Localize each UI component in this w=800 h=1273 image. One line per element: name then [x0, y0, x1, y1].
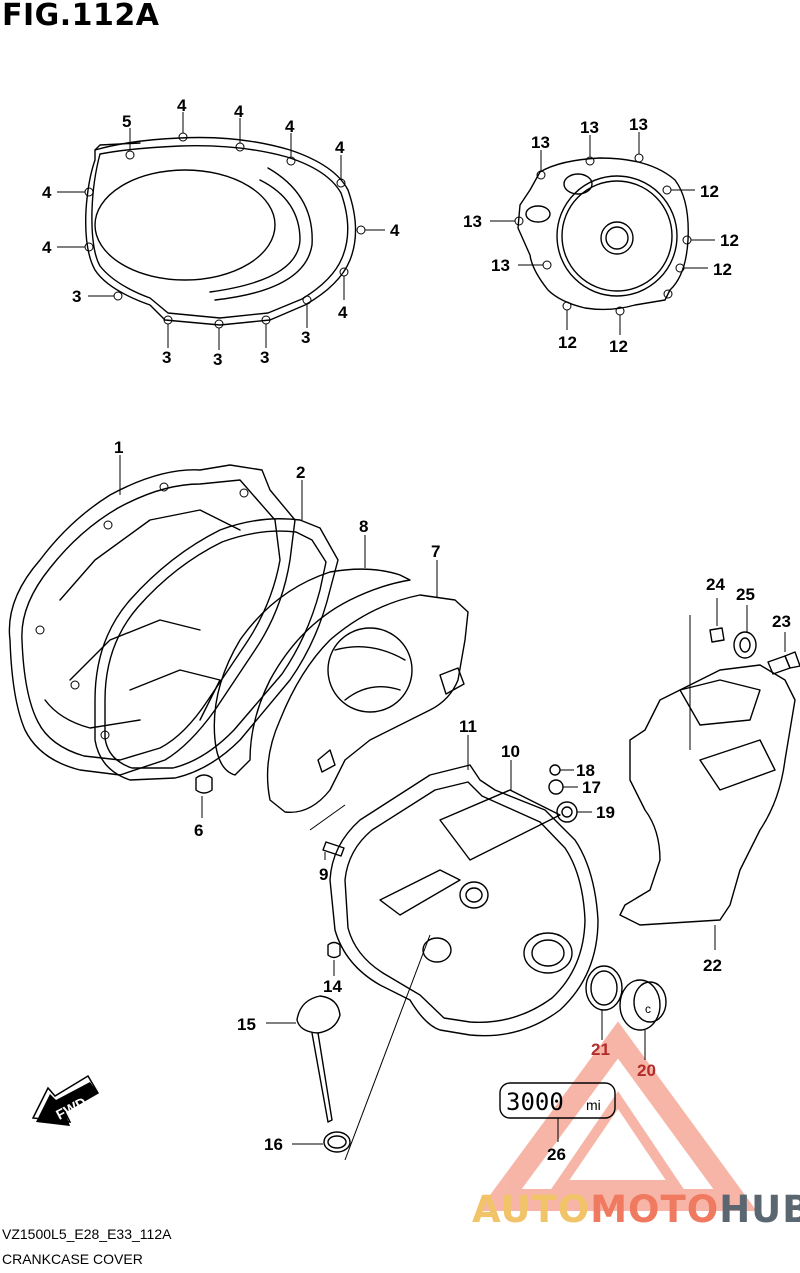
callout-18: 18 [576, 761, 595, 780]
part-14-dowel [327, 941, 341, 976]
callout-16: 16 [264, 1135, 283, 1154]
callout-6: 6 [194, 821, 203, 840]
model-code: VZ1500L5_E28_E33_112A [2, 1226, 172, 1242]
meter-unit: mi [586, 1097, 601, 1113]
callout-13: 13 [491, 256, 510, 275]
watermark-logo-triangle [478, 1021, 757, 1211]
figure-title: FIG.112A [2, 0, 160, 33]
callout-21: 21 [591, 1040, 610, 1059]
part-17-washer [548, 779, 578, 795]
callout-4: 4 [285, 117, 295, 136]
figure-name: CRANKCASE COVER [2, 1251, 143, 1267]
callout-7: 7 [431, 542, 440, 561]
callout-3: 3 [301, 328, 310, 347]
callout-20: 20 [637, 1061, 656, 1080]
callout-12: 12 [609, 337, 628, 356]
callout-24: 24 [706, 575, 725, 594]
callout-4: 4 [177, 96, 187, 115]
callout-15: 15 [237, 1015, 256, 1034]
callout-12: 12 [713, 260, 732, 279]
watermark-brand: AUTOMOTOHUB [472, 1188, 800, 1231]
callout-4: 4 [42, 238, 52, 257]
callout-4: 4 [42, 183, 52, 202]
callout-19: 19 [596, 803, 615, 822]
callout-3: 3 [213, 350, 222, 369]
part-26-label-plate: 3000 mi [499, 1082, 616, 1142]
fwd-arrow-icon: FWD [31, 1074, 100, 1126]
callout-11: 11 [459, 717, 477, 736]
part-16-o-ring [292, 934, 431, 1161]
callout-3: 3 [72, 287, 81, 306]
part-23-bolt [767, 632, 800, 675]
callout-4: 4 [335, 138, 345, 157]
part-20-plug: c [619, 979, 667, 1060]
brand-part-hub: HUB [719, 1188, 800, 1231]
part-15-oil-dipstick [266, 995, 341, 1123]
callout-13: 13 [463, 212, 482, 231]
meter-value: 3000 [506, 1088, 564, 1116]
callout-4: 4 [338, 303, 348, 322]
callout-3: 3 [162, 348, 171, 367]
part-9-bolt [309, 804, 346, 860]
part-24-collar [709, 598, 725, 643]
part-18-ring [549, 764, 574, 776]
left-cover-top-view [57, 112, 385, 350]
part-2-gasket [94, 480, 339, 781]
part-21-o-ring [585, 965, 623, 1040]
callout-22: 22 [703, 956, 722, 975]
part-25-grommet [733, 605, 757, 659]
brand-part-moto: MOTO [590, 1188, 720, 1231]
callout-26: 26 [547, 1145, 566, 1164]
callout-17: 17 [582, 778, 601, 797]
callout-1: 1 [114, 438, 123, 457]
callout-13: 13 [580, 118, 599, 137]
svg-text:c: c [645, 1002, 651, 1016]
callout-4: 4 [234, 102, 244, 121]
part-22-side-cover [619, 615, 796, 950]
part-19-seal [556, 801, 592, 823]
part-7-inner-cover [266, 560, 469, 814]
callout-14: 14 [323, 977, 342, 996]
callout-3: 3 [260, 348, 269, 367]
callout-10: 10 [501, 742, 520, 761]
callout-2: 2 [296, 463, 305, 482]
callout-12: 12 [720, 231, 739, 250]
callout-13: 13 [531, 133, 550, 152]
callout-8: 8 [359, 517, 368, 536]
brand-part-auto: AUTO [472, 1188, 591, 1231]
part-8-gasket [213, 535, 411, 776]
callout-labels: 5 4 4 4 4 4 4 4 4 3 3 3 3 3 13 13 13 13 … [42, 96, 791, 1164]
callout-9: 9 [319, 865, 328, 884]
callout-25: 25 [736, 585, 755, 604]
right-cover-top-view [490, 132, 715, 335]
callout-5: 5 [122, 112, 131, 131]
callout-12: 12 [700, 182, 719, 201]
part-6-dowel [195, 774, 213, 818]
callout-13: 13 [629, 115, 648, 134]
part-1-crankcase-cover [8, 455, 296, 776]
callout-12: 12 [558, 333, 577, 352]
part-11-clutch-cover [329, 735, 599, 1037]
callout-23: 23 [772, 612, 791, 631]
callout-4: 4 [390, 221, 400, 240]
